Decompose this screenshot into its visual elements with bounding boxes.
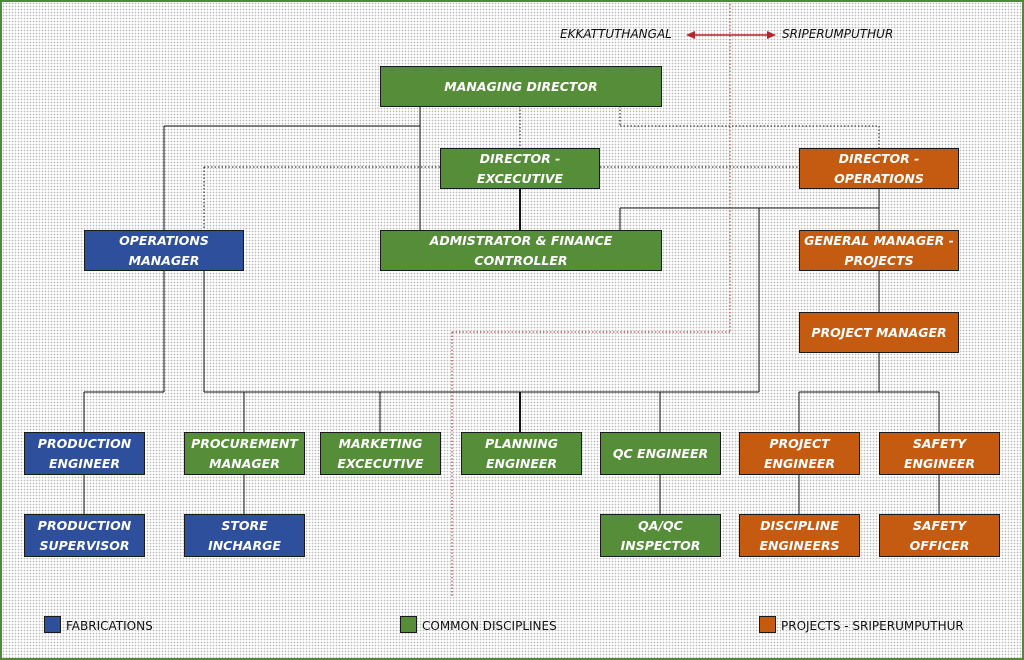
- node-administrator-finance-controller[interactable]: ADMISTRATOR & FINANCE CONTROLLER: [380, 230, 662, 271]
- node-general-manager-projects[interactable]: GENERAL MANAGER - PROJECTS: [799, 230, 959, 271]
- solid-connectors: [83, 106, 940, 514]
- location-arrow: [686, 31, 776, 39]
- legend-label-fabrications: FABRICATIONS: [66, 619, 153, 633]
- node-qc-engineer[interactable]: QC ENGINEER: [600, 432, 721, 475]
- node-safety-engineer[interactable]: SAFETY ENGINEER: [879, 432, 1000, 475]
- legend-swatch-projects: [759, 616, 776, 633]
- legend-label-projects: PROJECTS - SRIPERUMPUTHUR: [781, 619, 964, 633]
- node-director-executive[interactable]: DIRECTOR - EXCECUTIVE: [440, 148, 600, 189]
- node-planning-engineer[interactable]: PLANNING ENGINEER: [461, 432, 582, 475]
- node-production-engineer[interactable]: PRODUCTION ENGINEER: [24, 432, 145, 475]
- legend-label-common-disciplines: COMMON DISCIPLINES: [422, 619, 557, 633]
- location-label-sriperumputhur: SRIPERUMPUTHUR: [782, 27, 894, 41]
- node-qa-qc-inspector[interactable]: QA/QC INSPECTOR: [600, 514, 721, 557]
- dotted-connectors: [203, 106, 880, 230]
- location-label-ekkattuthangal: EKKATTUTHANGAL: [560, 27, 672, 41]
- node-production-supervisor[interactable]: PRODUCTION SUPERVISOR: [24, 514, 145, 557]
- node-procurement-manager[interactable]: PROCUREMENT MANAGER: [184, 432, 305, 475]
- node-project-manager[interactable]: PROJECT MANAGER: [799, 312, 959, 353]
- node-managing-director[interactable]: MANAGING DIRECTOR: [380, 66, 662, 107]
- node-safety-officer[interactable]: SAFETY OFFICER: [879, 514, 1000, 557]
- node-marketing-executive[interactable]: MARKETING EXCECUTIVE: [320, 432, 441, 475]
- node-discipline-engineers[interactable]: DISCIPLINE ENGINEERS: [739, 514, 860, 557]
- node-store-incharge[interactable]: STORE INCHARGE: [184, 514, 305, 557]
- node-director-operations[interactable]: DIRECTOR - OPERATIONS: [799, 148, 959, 189]
- node-project-engineer[interactable]: PROJECT ENGINEER: [739, 432, 860, 475]
- location-boundary-line: [451, 4, 731, 598]
- node-operations-manager[interactable]: OPERATIONS MANAGER: [84, 230, 244, 271]
- legend-swatch-fabrications: [44, 616, 61, 633]
- legend-swatch-common-disciplines: [400, 616, 417, 633]
